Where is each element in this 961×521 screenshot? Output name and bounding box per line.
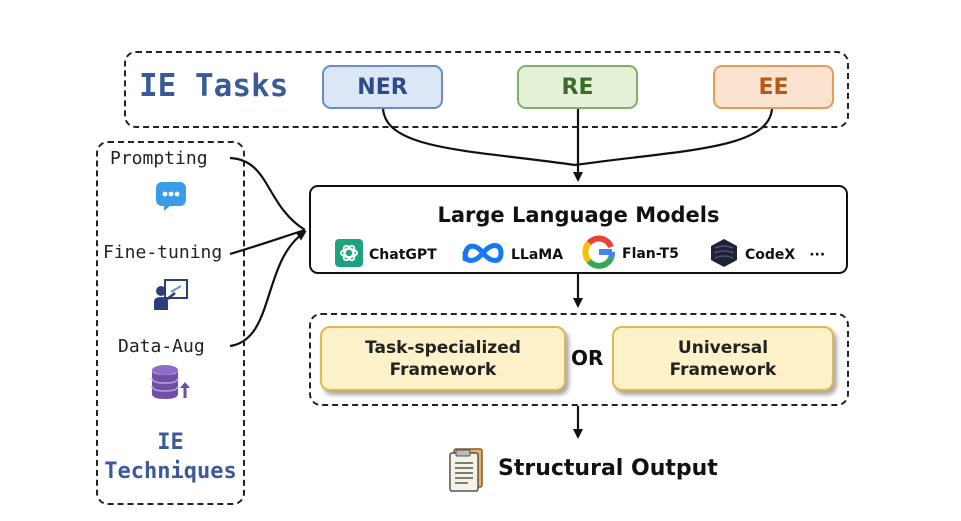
re-task-label: RE	[561, 74, 594, 100]
ie-techniques-title-line2: Techniques	[104, 459, 237, 484]
database-up-icon	[150, 364, 192, 404]
codex-logo-icon	[709, 238, 739, 272]
prompting-label: Prompting	[110, 148, 208, 169]
structural-output-label: Structural Output	[498, 456, 718, 481]
ie-tasks-group	[124, 51, 849, 128]
ner-task-tag: NER	[322, 65, 443, 109]
universal-framework: Universal Framework	[612, 326, 834, 391]
model-flant5-label: Flan-T5	[622, 246, 679, 262]
meta-logo-icon	[461, 239, 505, 271]
task-specialized-line2: Framework	[389, 359, 497, 380]
or-connector-label: OR	[571, 346, 604, 370]
universal-line2: Framework	[669, 359, 777, 380]
llm-title: Large Language Models	[437, 203, 720, 227]
model-codex-label: CodeX	[745, 247, 796, 263]
fine-tuning-label: Fine-tuning	[103, 242, 223, 263]
prompting-connector	[229, 156, 306, 231]
ner-connector	[381, 107, 576, 167]
data-aug-label: Data-Aug	[118, 336, 205, 357]
ie-tasks-title: IE Tasks	[139, 68, 289, 104]
more-models-ellipsis: ···	[809, 247, 826, 263]
model-llama-label: LLaMA	[511, 247, 564, 263]
framework-group	[309, 313, 849, 406]
presentation-board-icon	[153, 278, 189, 316]
chat-bubble-icon	[155, 180, 187, 216]
llm-box: Large Language Models ChatGPT LLaMA	[309, 185, 848, 274]
document-stack-icon	[446, 447, 486, 497]
ee-connector	[574, 107, 774, 167]
model-chatgpt: ChatGPT	[335, 239, 437, 271]
ie-techniques-group	[96, 141, 245, 505]
re-task-tag: RE	[517, 65, 638, 109]
model-codex: CodeX ···	[709, 238, 825, 272]
task-specialized-line1: Task-specialized	[365, 337, 521, 358]
model-flant5: Flan-T5	[582, 235, 679, 273]
ie-techniques-title-line1: IE	[157, 430, 184, 455]
google-logo-icon	[582, 235, 616, 273]
task-specialized-framework: Task-specialized Framework	[320, 326, 566, 391]
ie-techniques-title: IE Techniques	[96, 428, 245, 486]
model-chatgpt-label: ChatGPT	[369, 247, 437, 263]
ner-task-label: NER	[357, 74, 408, 100]
ee-task-tag: EE	[713, 65, 834, 109]
openai-logo-icon	[335, 239, 363, 271]
universal-line1: Universal	[677, 337, 769, 358]
model-llama: LLaMA	[461, 239, 563, 271]
ee-task-label: EE	[758, 74, 789, 100]
